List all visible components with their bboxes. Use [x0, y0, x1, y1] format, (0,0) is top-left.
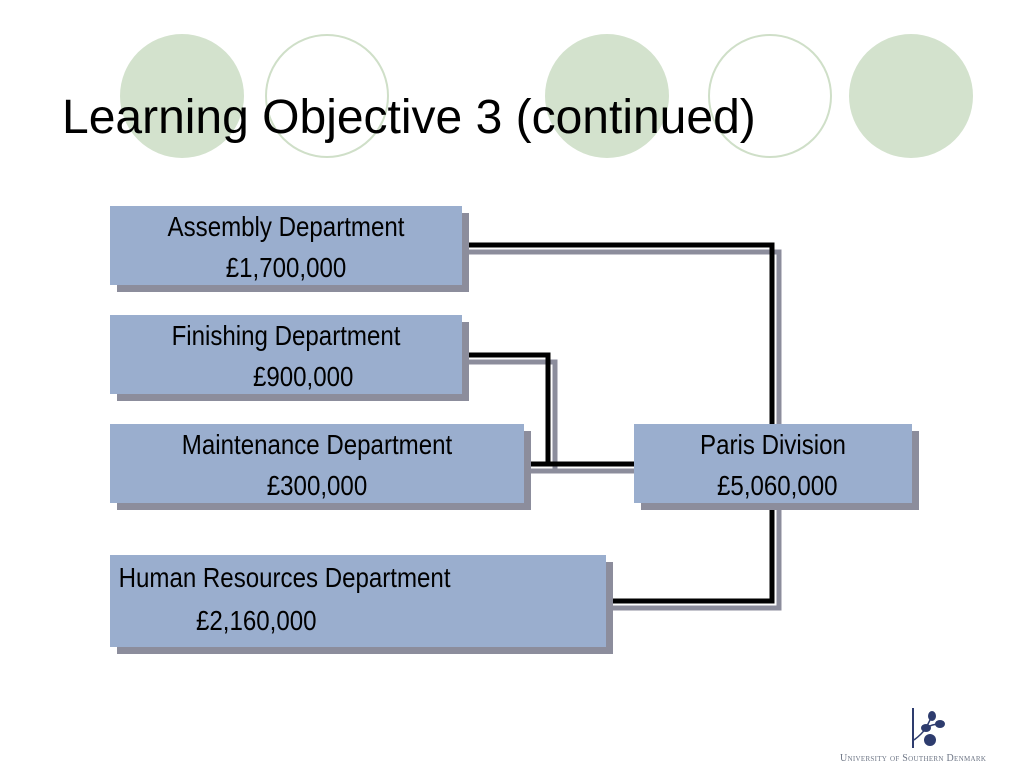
division-name: Paris Division: [700, 429, 846, 460]
decorative-circle: [265, 34, 389, 158]
decorative-circle: [849, 34, 973, 158]
finishing-department-box: Finishing Department £900,000: [110, 315, 462, 394]
department-name: Maintenance Department: [181, 429, 453, 460]
department-name: Human Resources Department: [118, 562, 451, 593]
division-amount: £5,060,000: [717, 470, 838, 501]
leaf-branch-icon: [912, 708, 945, 748]
slide-title: Learning Objective 3 (continued): [62, 91, 756, 144]
university-logo: University of Southern Denmark: [840, 706, 1020, 766]
logo-text: University of Southern Denmark: [840, 753, 987, 764]
connector-hr-shadow: [613, 510, 782, 611]
department-amount: £2,160,000: [196, 605, 317, 636]
connector-finishing: [462, 352, 551, 464]
connector-hr: [606, 503, 775, 604]
human-resources-department-box: Human Resources Department £2,160,000: [110, 555, 606, 647]
department-amount: £1,700,000: [225, 252, 347, 283]
connector-assembly: [462, 242, 775, 424]
decorative-circle: [120, 34, 244, 158]
connector-finishing-shadow: [469, 359, 558, 471]
connector-assembly-shadow: [469, 249, 782, 431]
maintenance-department-box: Maintenance Department £300,000: [110, 424, 524, 503]
decorative-circle: [708, 34, 832, 158]
department-amount: £300,000: [266, 470, 368, 501]
assembly-department-box: Assembly Department £1,700,000: [110, 206, 462, 285]
department-amount: £900,000: [252, 361, 354, 392]
paris-division-box: Paris Division £5,060,000: [634, 424, 912, 503]
department-name: Assembly Department: [167, 211, 405, 242]
decorative-circle: [545, 34, 669, 158]
department-name: Finishing Department: [171, 320, 401, 351]
